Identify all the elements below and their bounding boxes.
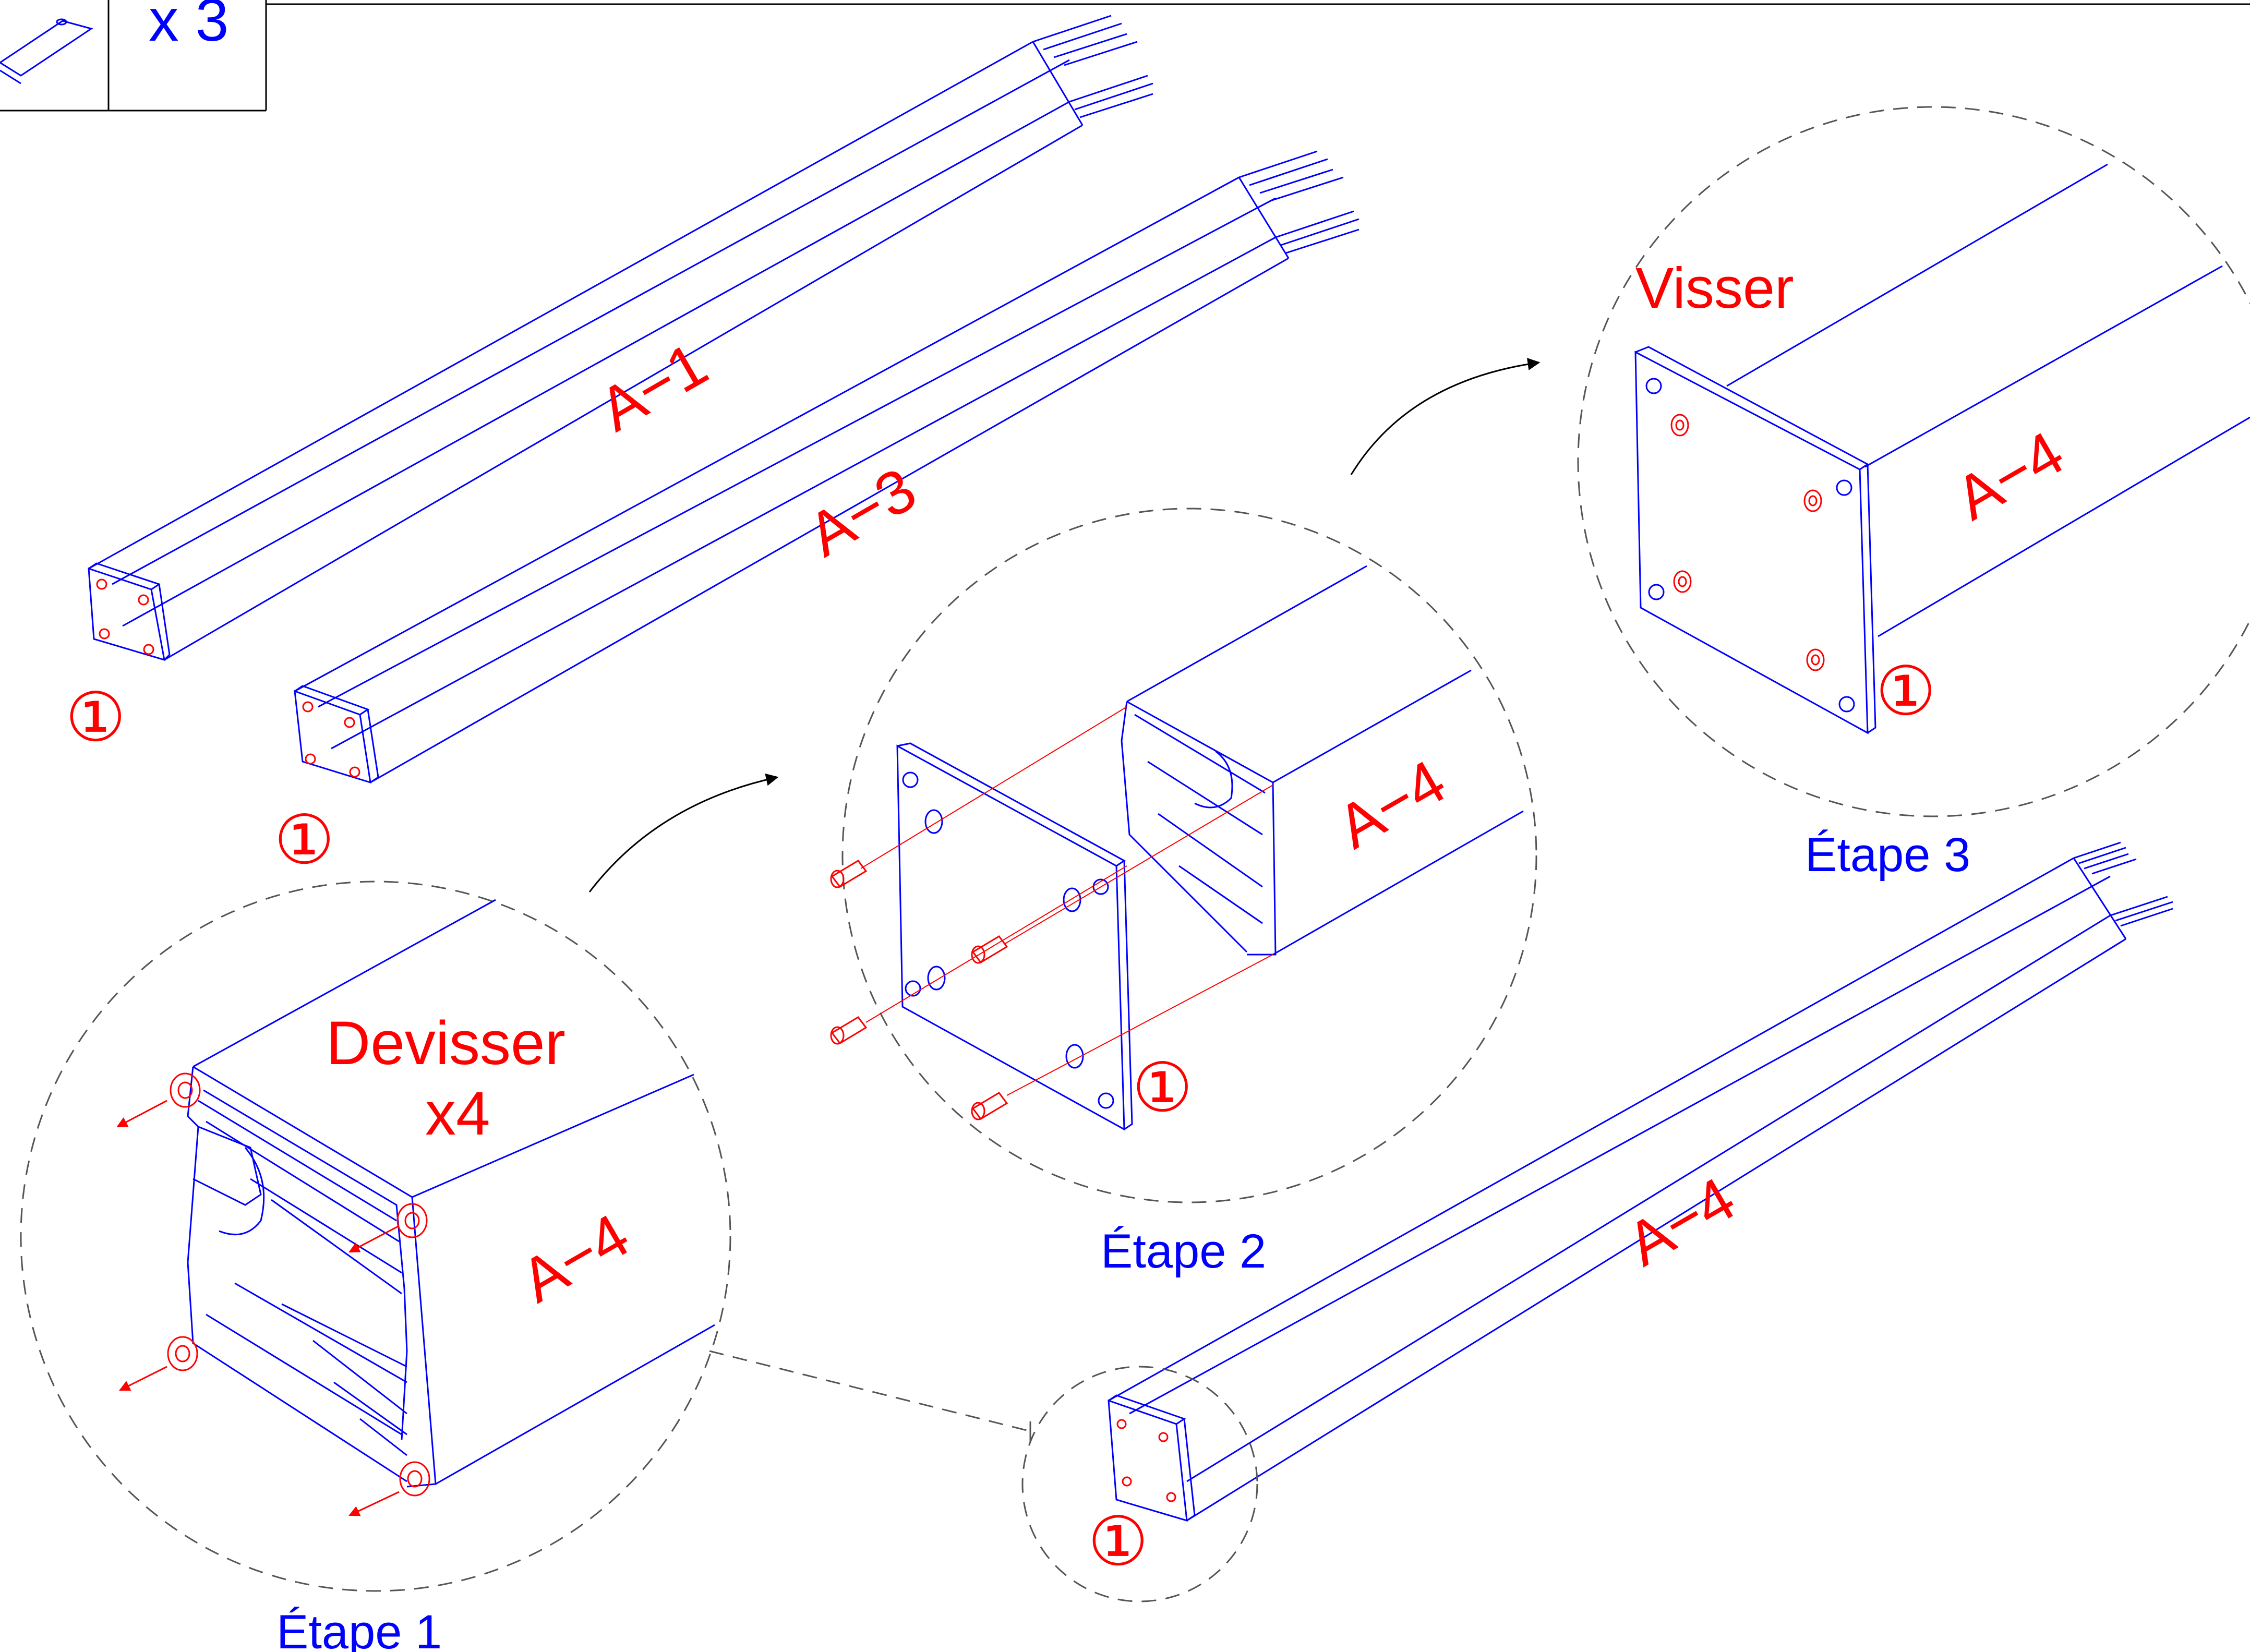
step2-to-step3-arrow — [1350, 358, 1541, 475]
plate-holes-a1 — [96, 578, 154, 655]
detail-circle-step1 — [20, 881, 731, 1592]
callout-a1: ① — [65, 679, 126, 755]
screw-label: Visser — [1635, 256, 1794, 320]
beam-a4-long — [1108, 841, 2173, 1522]
callout-step2: ① — [1132, 1050, 1193, 1126]
detail-circle-step2 — [841, 508, 1537, 1203]
step1-profile — [187, 899, 715, 1488]
step2-label: Étape 2 — [1101, 1225, 1266, 1278]
step2-plate — [896, 742, 1133, 1131]
unscrew-arrows — [116, 1100, 400, 1516]
step2-a4-label: A−4 — [1326, 747, 1457, 862]
step3-a4-label: A−4 — [1944, 418, 2075, 534]
detail-circles — [20, 106, 2250, 1602]
quantity-label: x 3 — [149, 0, 228, 54]
step1-screws — [167, 1072, 430, 1497]
callout-step3: ① — [1875, 653, 1936, 729]
plate-holes-a3 — [302, 701, 360, 778]
beam-a4-long-label: A−4 — [1616, 1164, 1747, 1280]
detail-circle-step3 — [1577, 106, 2250, 817]
plate-thumbnail-icon — [0, 18, 93, 85]
header-box: x 3 — [0, 0, 2250, 112]
step3-screw-heads — [1670, 414, 1825, 671]
step1-label: Étape 1 — [276, 1606, 442, 1652]
step1-a4-label: A−4 — [510, 1201, 641, 1316]
step2-profile — [1121, 565, 1524, 956]
beam-a1-label: A−1 — [588, 330, 719, 445]
step1-to-step2-arrow — [588, 773, 779, 893]
plate-holes-a4-long — [1116, 1419, 1176, 1502]
beam-a1 — [88, 15, 1153, 661]
callout-a4-long: ① — [1088, 1503, 1149, 1579]
unscrew-count-label: x4 — [425, 1079, 490, 1148]
beam-a3 — [294, 150, 1359, 784]
beam-a3-label: A−3 — [797, 455, 928, 570]
step3-label: Étape 3 — [1805, 828, 1970, 882]
step2-screws — [830, 706, 1273, 1120]
detail-leader-line — [709, 1350, 1033, 1433]
callout-a3: ① — [274, 802, 335, 878]
step3-plate — [1634, 346, 1876, 734]
detail-circle-zoom — [1021, 1366, 1258, 1602]
step3-profile — [1726, 163, 2250, 637]
unscrew-label: Devisser — [326, 1009, 565, 1078]
